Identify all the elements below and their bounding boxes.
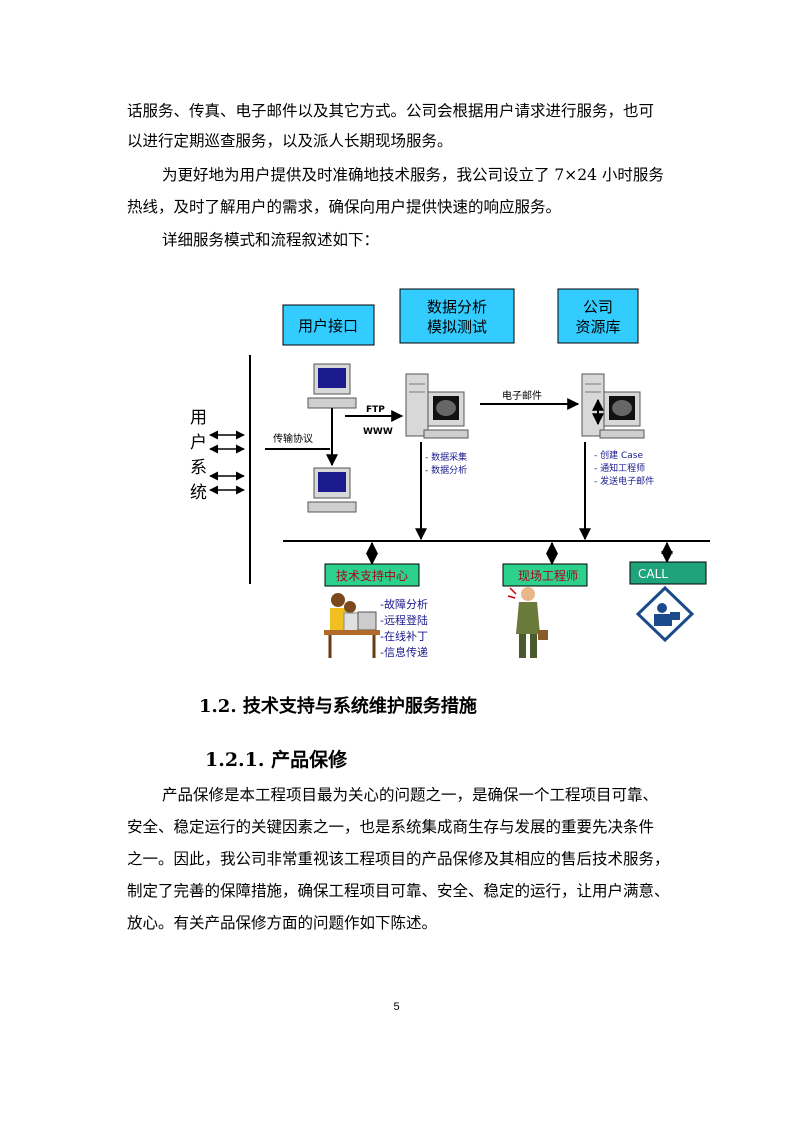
user-system-char: 户 [190, 433, 207, 453]
data-list-item: - 数据分析 [425, 464, 467, 476]
call-label: CALL [638, 567, 668, 581]
support-staff-icon [324, 593, 380, 658]
user-system-char: 系 [190, 458, 207, 478]
company-list-item: - 发送电子邮件 [594, 475, 654, 487]
service-flow-diagram: 用户接口 数据分析 模拟测试 公司 资源库 用 户 系 统 传输协议 FTP W… [190, 288, 710, 659]
paragraph-line: 以进行定期巡查服务，以及派人长期现场服务。 [127, 132, 453, 150]
support-list-item: -信息传递 [380, 645, 428, 659]
box-user-interface [282, 304, 375, 346]
analysis-server-icon [405, 373, 469, 439]
paragraph-line: 为更好地为用户提供及时准确地技术服务，我公司设立了 7×24 小时服务 [162, 166, 664, 184]
paragraph-line: 话服务、传真、电子邮件以及其它方式。公司会根据用户请求进行服务，也可 [127, 102, 655, 120]
subsection-heading: 1.2.1. 产品保修 [205, 749, 348, 771]
paragraph-line: 详细服务模式和流程叙述如下： [162, 231, 380, 249]
paragraph-line: 放心。有关产品保修方面的问题作如下陈述。 [127, 914, 438, 932]
section-heading: 1.2. 技术支持与系统维护服务措施 [199, 696, 477, 717]
box-company-label-1: 公司 [583, 298, 613, 316]
user-system-char: 统 [190, 483, 207, 503]
box-field-engineer [502, 563, 588, 587]
transfer-protocol-label: 传输协议 [273, 432, 313, 445]
company-list-item: - 创建 Case [594, 449, 643, 461]
box-data-analysis-label-2: 模拟测试 [427, 318, 487, 336]
box-company-resources [557, 288, 639, 344]
field-engineer-icon [507, 587, 548, 658]
box-data-analysis [399, 288, 515, 344]
email-label: 电子邮件 [502, 389, 542, 402]
paragraph-line: 制定了完善的保障措施，确保工程项目可靠、安全、稳定的运行，让用户满意、 [127, 882, 670, 900]
box-data-analysis-label-1: 数据分析 [427, 298, 487, 316]
user-pc-icon [307, 467, 357, 513]
support-list-item: -在线补丁 [380, 629, 428, 643]
paragraph-line: 安全、稳定运行的关键因素之一，也是系统集成商生存与发展的重要先决条件 [127, 818, 655, 836]
box-user-interface-label: 用户接口 [298, 317, 358, 335]
call-center-icon [635, 585, 695, 643]
ftp-label: FTP [366, 405, 385, 415]
support-list-item: -故障分析 [380, 597, 428, 611]
field-engineer-label: 现场工程师 [518, 568, 578, 583]
page-number: 5 [393, 1001, 400, 1013]
support-list-item: -远程登陆 [380, 613, 428, 627]
box-company-label-2: 资源库 [575, 318, 620, 336]
data-list-item: - 数据采集 [425, 451, 467, 463]
paragraph-line: 之一。因此，我公司非常重视该工程项目的产品保修及其相应的售后技术服务， [127, 850, 670, 868]
user-system-char: 用 [190, 408, 207, 428]
company-server-icon [581, 373, 645, 439]
paragraph-line: 热线，及时了解用户的需求，确保向用户提供快速的响应服务。 [127, 198, 562, 216]
user-pc-icon [307, 363, 357, 409]
box-call [629, 561, 707, 585]
paragraph-line: 产品保修是本工程项目最为关心的问题之一，是确保一个工程项目可靠、 [162, 786, 659, 804]
company-list-item: - 通知工程师 [594, 462, 645, 474]
www-label: WWW [363, 427, 393, 437]
support-center-label: 技术支持中心 [336, 568, 408, 583]
box-support-center [324, 563, 420, 587]
